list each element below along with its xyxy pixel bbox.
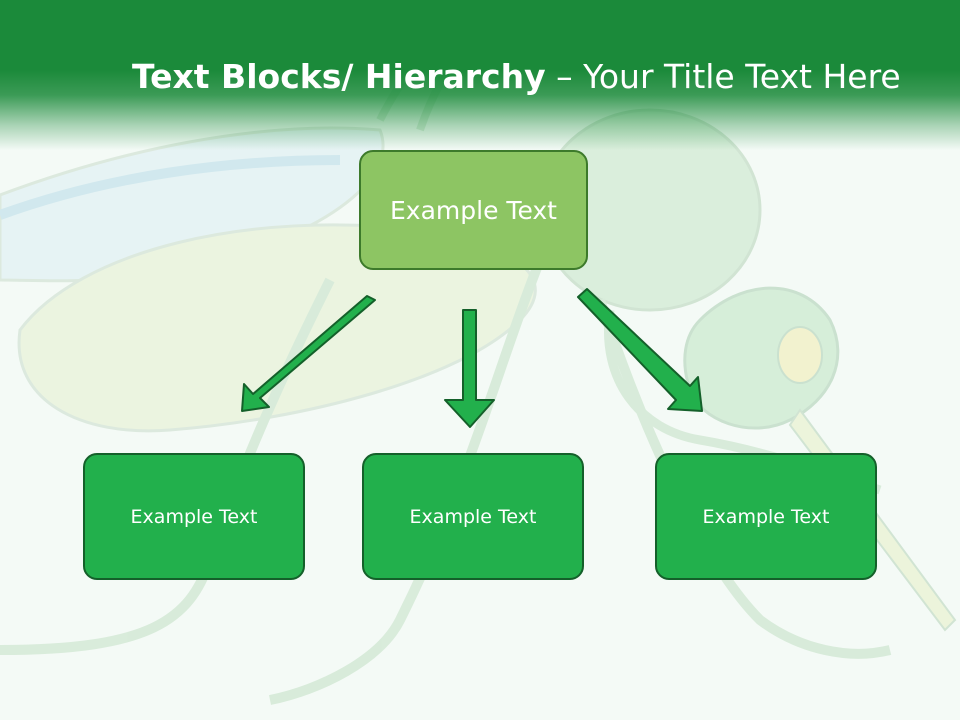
child-box-right[interactable]: Example Text bbox=[655, 453, 877, 580]
child-box-label: Example Text bbox=[702, 505, 830, 528]
slide-title-rest: – Your Title Text Here bbox=[545, 57, 901, 96]
insect-head bbox=[683, 286, 840, 430]
insect-leg bbox=[595, 298, 892, 659]
slide-title: Text Blocks/ Hierarchy – Your Title Text… bbox=[132, 52, 932, 102]
arrow-to-left-box bbox=[241, 295, 376, 412]
top-level-box[interactable]: Example Text bbox=[359, 150, 588, 270]
child-box-left[interactable]: Example Text bbox=[83, 453, 305, 580]
arrow-to-right-box bbox=[577, 288, 703, 412]
title-bar bbox=[0, 0, 960, 150]
child-box-label: Example Text bbox=[409, 505, 537, 528]
slide-title-bold: Text Blocks/ Hierarchy bbox=[132, 57, 546, 96]
child-box-label: Example Text bbox=[130, 505, 258, 528]
arrow-to-center-box bbox=[444, 309, 495, 428]
child-box-center[interactable]: Example Text bbox=[362, 453, 584, 580]
insect-eye bbox=[777, 326, 823, 384]
top-level-box-label: Example Text bbox=[390, 195, 557, 225]
